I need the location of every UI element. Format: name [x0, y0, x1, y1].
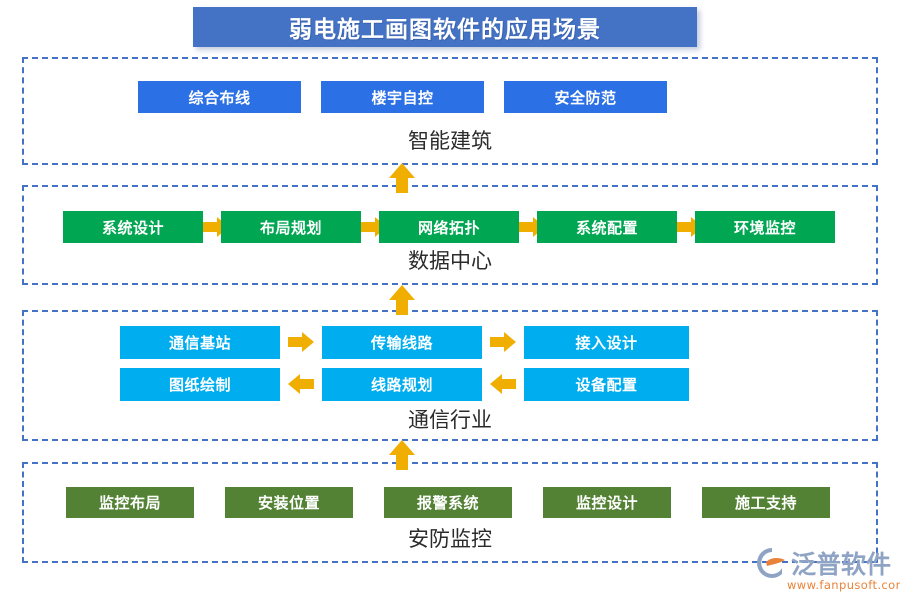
node-telecom-industry-4[interactable]: 线路规划	[322, 368, 482, 401]
node-security-surveillance-2[interactable]: 报警系统	[384, 487, 512, 518]
arrow-right-telecom-0	[288, 332, 314, 352]
logo-url-text: www.fanpusoft.com	[787, 578, 900, 592]
node-data-center-0[interactable]: 系统设计	[63, 211, 203, 243]
node-data-center-2[interactable]: 网络拓扑	[379, 211, 519, 243]
node-security-surveillance-3[interactable]: 监控设计	[543, 487, 671, 518]
logo-brand-text: 泛普软件	[791, 550, 892, 579]
section-label-intelligent-building: 智能建筑	[408, 129, 492, 153]
node-telecom-industry-1[interactable]: 传输线路	[322, 326, 482, 359]
connector-arrow-data-center-to-intelligent-building	[389, 163, 415, 193]
node-security-surveillance-4[interactable]: 施工支持	[702, 487, 830, 518]
fanpu-logo-icon	[755, 546, 789, 580]
node-telecom-industry-3[interactable]: 图纸绘制	[120, 368, 280, 401]
logo-row: 泛普软件	[755, 545, 891, 581]
title-banner: 弱电施工画图软件的应用场景	[193, 7, 697, 47]
arrow-left-telecom-0	[288, 374, 314, 394]
connector-arrow-telecom-to-data-center	[389, 285, 415, 315]
node-data-center-4[interactable]: 环境监控	[695, 211, 835, 243]
node-data-center-1[interactable]: 布局规划	[221, 211, 361, 243]
brand-logo: 泛普软件 www.fanpusoft.com	[755, 545, 900, 593]
section-label-telecom-industry: 通信行业	[408, 408, 492, 432]
section-intelligent-building: 智能建筑	[22, 57, 878, 165]
node-intelligent-building-1[interactable]: 楼宇自控	[321, 81, 484, 113]
arrow-left-telecom-1	[490, 374, 516, 394]
section-data-center: 数据中心	[22, 185, 878, 285]
node-data-center-3[interactable]: 系统配置	[537, 211, 677, 243]
section-label-data-center: 数据中心	[408, 249, 492, 273]
page-title: 弱电施工画图软件的应用场景	[289, 17, 601, 43]
node-security-surveillance-1[interactable]: 安装位置	[225, 487, 353, 518]
node-telecom-industry-2[interactable]: 接入设计	[524, 326, 689, 359]
arrow-right-telecom-1	[490, 332, 516, 352]
node-intelligent-building-2[interactable]: 安全防范	[504, 81, 667, 113]
section-telecom-industry: 通信行业	[22, 310, 878, 441]
connector-arrow-security-to-telecom	[389, 440, 415, 470]
node-security-surveillance-0[interactable]: 监控布局	[66, 487, 194, 518]
section-label-security-surveillance: 安防监控	[408, 527, 492, 551]
node-intelligent-building-0[interactable]: 综合布线	[138, 81, 301, 113]
node-telecom-industry-5[interactable]: 设备配置	[524, 368, 689, 401]
node-telecom-industry-0[interactable]: 通信基站	[120, 326, 280, 359]
section-security-surveillance: 安防监控	[22, 462, 878, 563]
